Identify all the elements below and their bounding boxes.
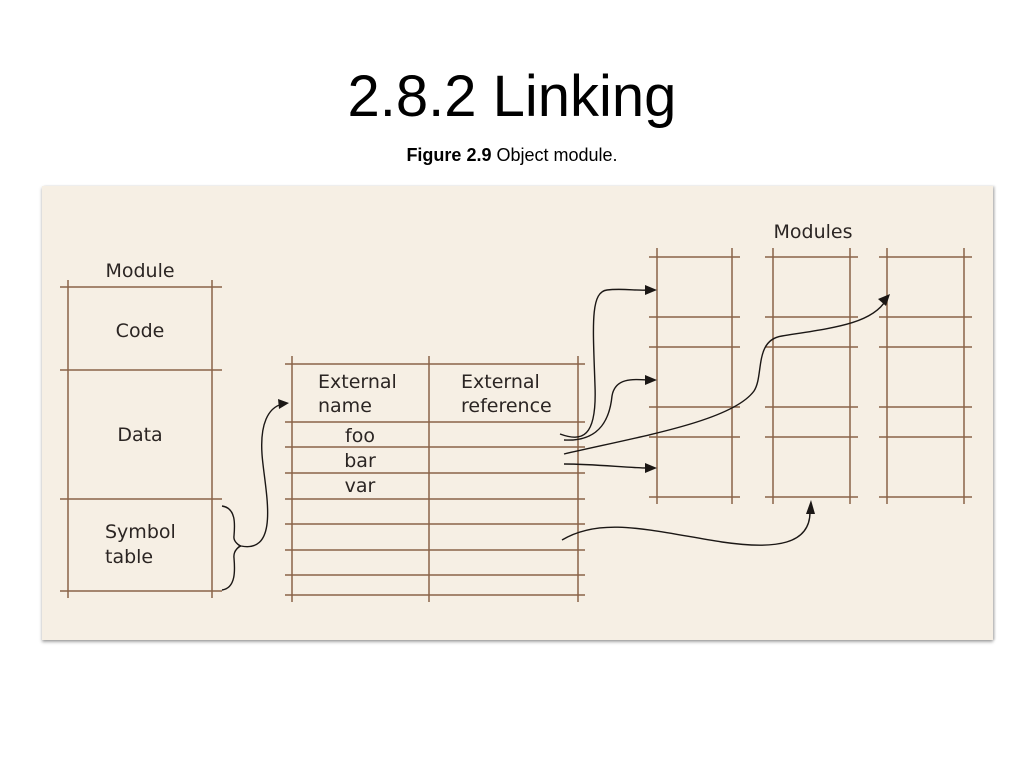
reference-arrows [559, 285, 890, 546]
modules-grid: Modules [649, 221, 972, 504]
header-external-name-line1: External [318, 371, 397, 393]
object-module-figure: Module Code Data Symbol table [42, 186, 993, 640]
symbol-table-brace [221, 505, 242, 591]
header-external-name-line2: name [318, 395, 372, 417]
table-row-name: bar [344, 450, 376, 472]
module-data-label: Data [117, 424, 162, 446]
figure-caption: Figure 2.9 Object module. [0, 145, 1024, 166]
module-table-label: table [105, 546, 153, 568]
header-external-reference-line1: External [461, 371, 540, 393]
arrow-head [878, 294, 890, 306]
slide-title: 2.8.2 Linking [347, 64, 677, 129]
empty-row-reference-arrow [561, 511, 811, 546]
object-module-diagram: Module Code Data Symbol table [60, 221, 972, 602]
module-symbol-label: Symbol [105, 521, 176, 543]
arrow-head [645, 285, 657, 295]
bar-reference-arrow [563, 299, 887, 455]
header-external-reference-line2: reference [461, 395, 552, 417]
bar-second-reference-arrow [563, 463, 649, 469]
brace-to-table-arrow [240, 403, 283, 548]
arrow-head [645, 463, 657, 473]
module-label: Module [105, 260, 174, 282]
symbol-table: External name External reference foo bar… [285, 356, 585, 602]
table-row-name: foo [345, 425, 375, 447]
brace-arrow-head [278, 399, 289, 409]
arrow-head [645, 375, 657, 385]
module-block: Module Code Data Symbol table [60, 260, 289, 598]
foo-second-reference-arrow [563, 378, 649, 441]
table-row-name: var [345, 475, 376, 497]
arrow-head [806, 500, 815, 514]
module-code-label: Code [116, 320, 165, 342]
foo-reference-arrow [559, 288, 649, 438]
caption-text: Object module. [496, 145, 618, 165]
modules-label: Modules [774, 221, 853, 243]
figure-number: Figure 2.9 [406, 145, 492, 165]
